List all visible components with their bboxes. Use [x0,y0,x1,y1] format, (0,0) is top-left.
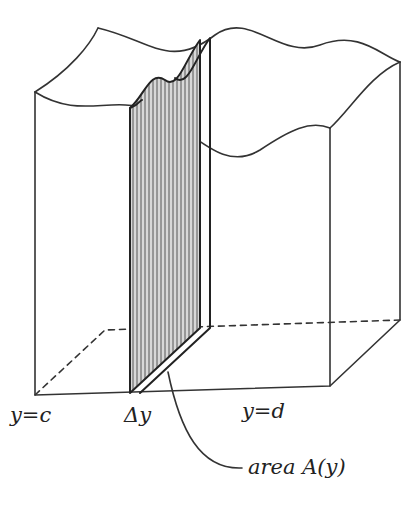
leader-line [168,372,242,468]
slice-thickness [140,38,210,393]
top-back-edge [98,28,400,62]
axis-label: y=c [8,404,53,427]
area-label: area A(y) [246,456,348,479]
top-right-edge [330,62,400,128]
axis-label: y=d [240,400,287,423]
slice-top [130,100,142,108]
axis-label: Δy [122,404,153,427]
hidden-edge [35,320,400,395]
right-face [330,62,400,386]
cross-section-slice [130,40,200,393]
top-left-edge [35,28,98,92]
